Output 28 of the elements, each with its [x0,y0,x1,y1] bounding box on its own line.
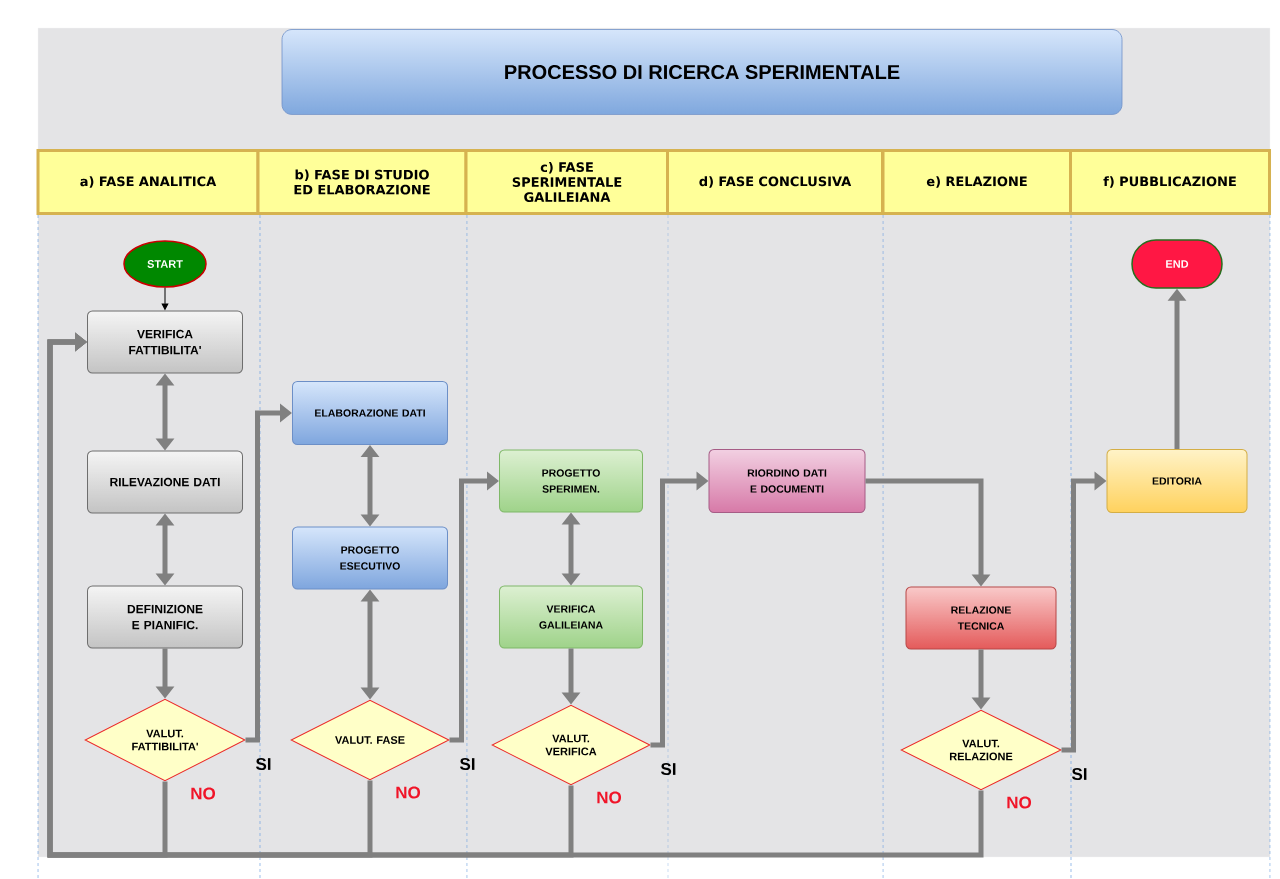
edge-label: SI [660,763,676,776]
edge-label: SI [1071,768,1087,781]
lane-header: a) FASE ANALITICA [36,149,260,215]
lane-header: b) FASE DI STUDIO ED ELABORAZIONE [256,149,468,215]
process-box: VERIFICA GALILEIANA [499,585,643,649]
edge-label: NO [597,791,622,804]
process-box: DEFINIZIONE E PIANIFIC. [87,585,243,649]
process-box: RIORDINO DATI E DOCUMENTI [708,449,866,513]
arrow [47,332,984,858]
lane-header: c) FASE SPERIMENTALE GALILEIANA [464,149,670,215]
process-box: RILEVAZIONE DATI [87,450,243,514]
edge-label: NO [396,786,421,799]
edge-label: NO [1007,796,1032,809]
process-box: ELABORAZIONE DATI [292,381,448,445]
edge-label: NO [191,787,216,800]
process-box: PROGETTO ESECUTIVO [292,526,448,590]
start-oval: START [123,240,207,288]
lane-header: f) PUBBLICAZIONE [1069,149,1271,215]
lane-header: d) FASE CONCLUSIVA [666,149,884,215]
edge-label: SI [255,758,271,771]
lane-header: e) RELAZIONE [881,149,1073,215]
process-box: EDITORIA [1106,449,1248,513]
title-banner: PROCESSO DI RICERCA SPERIMENTALE [281,29,1123,115]
arrow [161,287,169,310]
process-box: RELAZIONE TECNICA [905,586,1057,650]
process-box: PROGETTO SPERIMEN. [499,449,643,513]
edge-label: SI [459,758,475,771]
process-box: VERIFICA FATTIBILITA' [87,310,243,374]
